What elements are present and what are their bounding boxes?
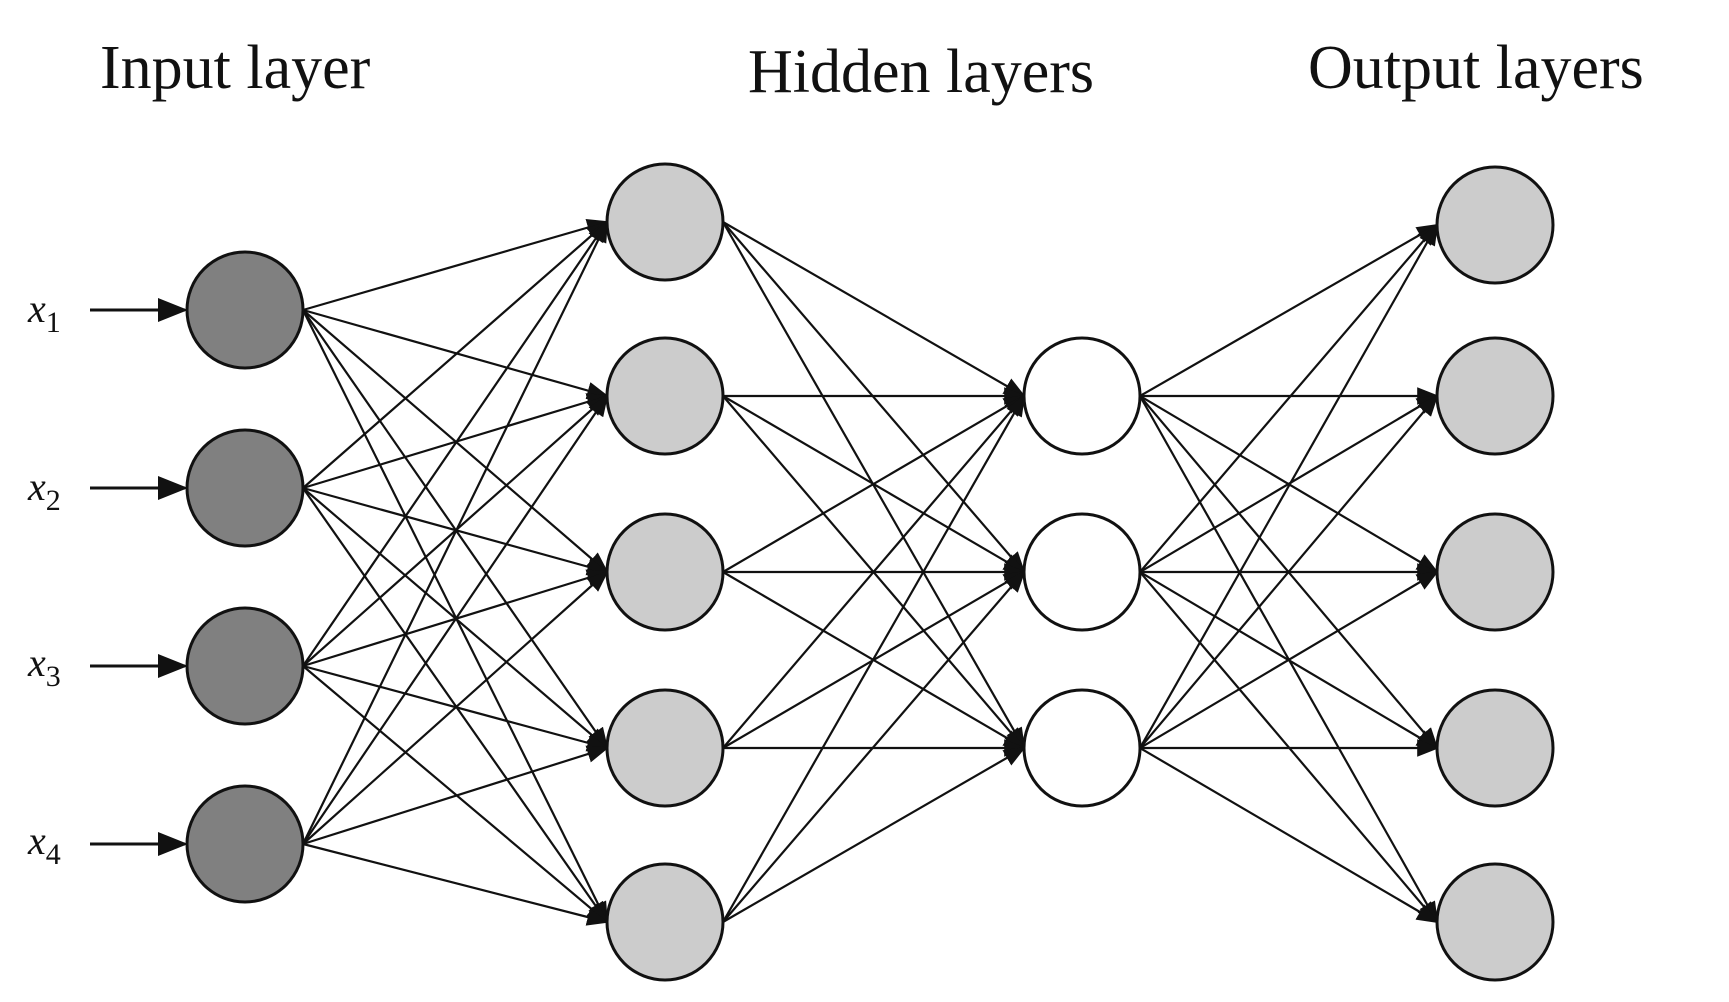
edge-hidden-1-3-to-hidden-2-1 — [722, 394, 1026, 573]
hidden-2-node-3 — [1022, 688, 1142, 808]
edge-input-1-to-hidden-1-5 — [302, 309, 608, 924]
output-node-2 — [1435, 336, 1555, 456]
hidden-1-node-1 — [605, 162, 725, 282]
hidden-2-node-1 — [1022, 336, 1142, 456]
edge-hidden-2-1-to-output-1 — [1139, 223, 1439, 397]
output-node-3 — [1435, 512, 1555, 632]
hidden-1-node-3 — [605, 512, 725, 632]
input-label-x4: x4 — [27, 818, 61, 871]
edge-hidden-2-3-to-output-2 — [1139, 394, 1439, 749]
hidden-1-node-4 — [605, 688, 725, 808]
edge-input-4-to-hidden-1-4 — [302, 745, 610, 846]
input-node-4 — [185, 784, 305, 904]
edge-input-4-to-hidden-1-1 — [302, 220, 608, 845]
hidden-1-node-5 — [605, 862, 725, 982]
edge-input-1-to-hidden-1-1 — [302, 219, 610, 312]
input-label-x1: x1 — [27, 286, 61, 339]
edge-input-3-to-hidden-1-5 — [302, 665, 609, 924]
output-layers-title: Output layers — [1308, 34, 1644, 102]
edge-hidden-2-2-to-output-2 — [1139, 394, 1439, 573]
edge-input-4-to-hidden-1-3 — [302, 570, 609, 845]
edge-hidden-1-5-to-hidden-2-2 — [722, 570, 1026, 923]
edge-hidden-2-3-to-output-3 — [1139, 570, 1439, 749]
hidden-2-node-2 — [1022, 512, 1142, 632]
input-arrows — [90, 298, 188, 856]
edge-hidden-1-1-to-hidden-2-1 — [722, 221, 1026, 398]
edge-input-4-to-hidden-1-2 — [302, 394, 609, 845]
hidden-layers-title: Hidden layers — [748, 38, 1094, 106]
edge-input-2-to-hidden-1-5 — [302, 487, 609, 924]
neuron-nodes — [185, 162, 1555, 982]
output-node-1 — [1435, 165, 1555, 285]
output-node-4 — [1435, 688, 1555, 808]
output-node-5 — [1435, 862, 1555, 982]
input-node-1 — [185, 250, 305, 370]
connection-edges — [302, 219, 1440, 926]
edge-input-2-to-hidden-1-1 — [302, 220, 609, 489]
input-labels: x1 x2 x3 x4 — [27, 286, 61, 871]
edge-hidden-2-3-to-output-1 — [1139, 223, 1439, 749]
edge-hidden-1-5-to-hidden-2-3 — [722, 746, 1026, 923]
hidden-1-node-2 — [605, 336, 725, 456]
edge-hidden-2-2-to-output-1 — [1139, 223, 1439, 573]
edge-hidden-1-4-to-hidden-2-1 — [722, 394, 1026, 749]
edge-input-2-to-hidden-1-2 — [302, 393, 610, 490]
edge-input-4-to-hidden-1-5 — [302, 842, 610, 926]
input-layer-title: Input layer — [100, 34, 371, 102]
input-node-2 — [185, 428, 305, 548]
edge-hidden-2-3-to-output-5 — [1139, 747, 1439, 924]
edge-input-3-to-hidden-1-1 — [302, 220, 609, 667]
edge-hidden-1-5-to-hidden-2-1 — [722, 394, 1026, 923]
input-label-x2: x2 — [27, 464, 61, 517]
input-node-3 — [185, 606, 305, 726]
input-label-x3: x3 — [27, 640, 61, 693]
edge-input-1-to-hidden-1-2 — [302, 308, 610, 400]
